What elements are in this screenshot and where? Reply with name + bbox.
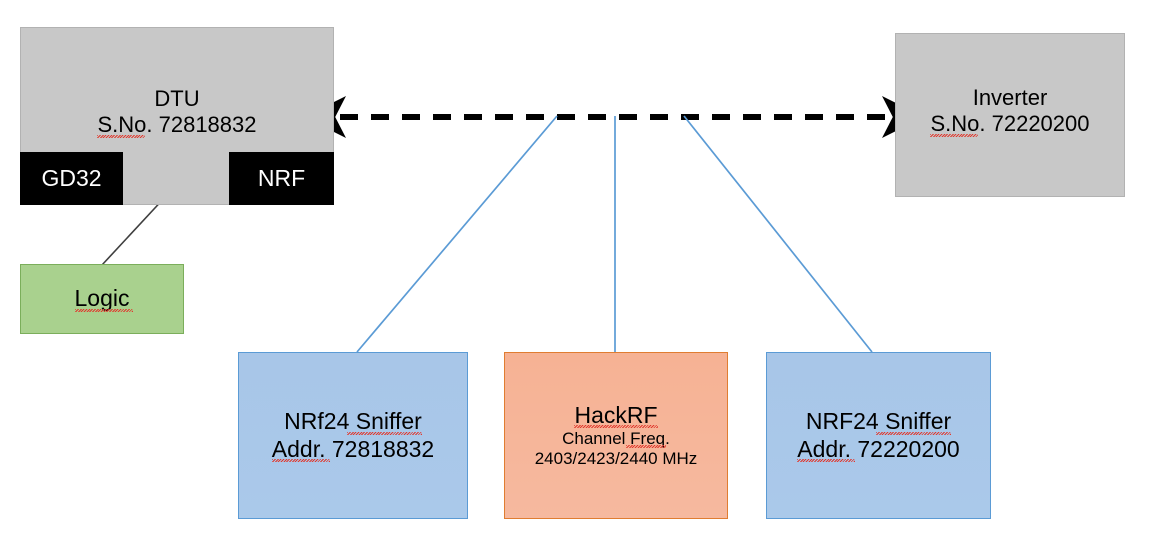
sniffer-right-addr: Addr. 72220200 bbox=[797, 435, 960, 462]
dtu-serial: S.No. 72818832 bbox=[97, 111, 257, 138]
connector-sniffer-right-tap bbox=[683, 115, 873, 353]
node-nrf24-sniffer-right[interactable]: NRF24 Sniffer Addr. 72220200 bbox=[766, 352, 991, 519]
node-logic[interactable]: Logic bbox=[20, 264, 184, 334]
hackrf-channel-label: Channel Freq. bbox=[562, 429, 670, 449]
connector-sniffer-left-tap bbox=[356, 115, 558, 353]
dtu-title: DTU bbox=[154, 86, 200, 111]
inverter-serial: S.No. 72220200 bbox=[930, 111, 1090, 137]
node-nrf24-sniffer-left[interactable]: NRf24 Sniffer Addr. 72818832 bbox=[238, 352, 468, 519]
sniffer-right-title: NRF24 Sniffer bbox=[805, 408, 952, 435]
logic-label: Logic bbox=[74, 285, 133, 312]
hackrf-frequencies: 2403/2423/2440 MHz bbox=[534, 449, 698, 469]
node-hackrf[interactable]: HackRF Channel Freq. 2403/2423/2440 MHz bbox=[504, 352, 728, 519]
node-gd32[interactable]: GD32 bbox=[20, 152, 123, 205]
inverter-title: Inverter bbox=[972, 85, 1048, 111]
nrf-label: NRF bbox=[257, 165, 306, 191]
sniffer-left-title: NRf24 Sniffer bbox=[284, 408, 422, 435]
node-inverter[interactable]: Inverter S.No. 72220200 bbox=[895, 33, 1125, 197]
node-nrf[interactable]: NRF bbox=[229, 152, 334, 205]
hackrf-title: HackRF bbox=[574, 401, 659, 429]
sniffer-left-addr: Addr. 72818832 bbox=[271, 435, 435, 462]
gd32-label: GD32 bbox=[41, 165, 102, 191]
